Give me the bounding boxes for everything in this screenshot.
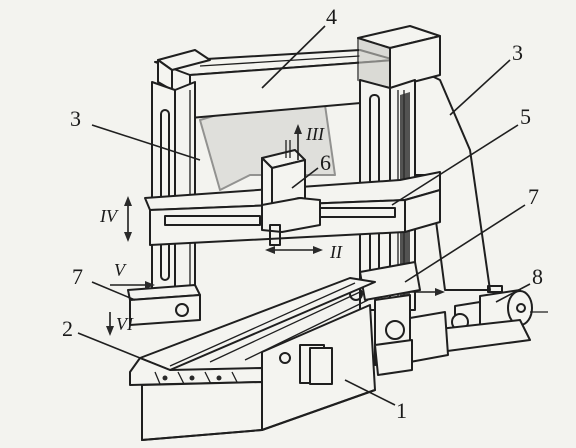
motion-VI: VI	[116, 314, 134, 334]
motion-arrows	[106, 124, 445, 336]
side-head-left	[127, 284, 201, 326]
right-column-cap	[357, 25, 441, 89]
tool-head	[261, 140, 321, 246]
label-2: 2	[62, 316, 73, 341]
label-3-left: 3	[70, 106, 81, 131]
label-3-right: 3	[512, 40, 523, 65]
label-4: 4	[326, 4, 337, 29]
label-1: 1	[396, 398, 407, 423]
motion-V: V	[114, 260, 127, 280]
motion-IV: IV	[99, 206, 119, 226]
label-6: 6	[320, 150, 331, 175]
leader-lines	[77, 25, 531, 406]
top-beam	[154, 49, 396, 119]
motion-III: III	[305, 124, 325, 144]
label-8: 8	[532, 264, 543, 289]
label-7-right: 7	[528, 184, 539, 209]
work-table	[129, 277, 376, 386]
drive-motor	[429, 285, 548, 353]
left-column-cap	[157, 49, 211, 91]
gear-box	[374, 311, 449, 376]
machine-bed	[141, 304, 376, 441]
left-column	[151, 81, 196, 301]
label-7-left: 7	[72, 264, 83, 289]
label-5: 5	[520, 104, 531, 129]
motion-II: II	[329, 242, 343, 262]
